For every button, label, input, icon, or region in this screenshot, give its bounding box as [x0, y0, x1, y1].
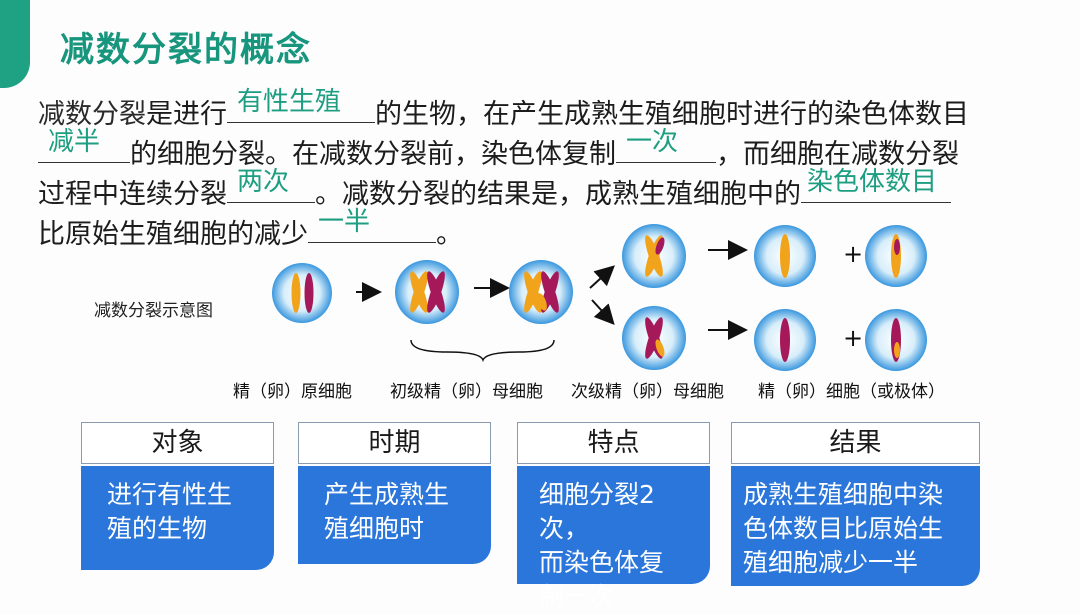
brace — [411, 340, 554, 360]
card-line: 成熟生殖细胞中染 — [743, 478, 966, 512]
plus-sign: + — [843, 324, 863, 352]
cell-primordial — [272, 263, 332, 323]
card-line: 而染色体复 — [539, 546, 696, 580]
cell-gamete-1 — [754, 225, 816, 287]
card-heading: 对象 — [81, 422, 274, 464]
card-heading: 时期 — [298, 422, 491, 464]
card-line: 殖的生物 — [107, 512, 260, 546]
cell-secondary-bottom — [622, 306, 686, 370]
card-line: 进行有性生 — [107, 478, 260, 512]
cell-gamete-3 — [754, 309, 816, 371]
card-heading: 结果 — [731, 422, 980, 464]
arrow-icon — [592, 300, 612, 322]
cell-primary-1 — [395, 260, 459, 324]
cell-gamete-4 — [865, 309, 927, 371]
card-body: 细胞分裂2次， 而染色体复 制一次 — [517, 466, 710, 584]
label-gamete-cell: 精（卵）细胞（或极体） — [758, 377, 945, 402]
card-line: 殖细胞时 — [324, 512, 477, 546]
card-period: 时期 产生成熟生 殖细胞时 — [298, 422, 491, 564]
cell-secondary-top — [622, 224, 686, 288]
label-primordial-cell: 精（卵）原细胞 — [233, 377, 352, 402]
cell-primary-2 — [509, 260, 573, 324]
card-line: 殖细胞减少一半 — [743, 546, 966, 580]
card-feature: 特点 细胞分裂2次， 而染色体复 制一次 — [517, 422, 710, 584]
card-result: 结果 成熟生殖细胞中染 色体数目比原始生 殖细胞减少一半 — [731, 422, 980, 586]
card-line: 细胞分裂2次， — [539, 478, 696, 546]
card-body: 成熟生殖细胞中染 色体数目比原始生 殖细胞减少一半 — [731, 466, 980, 586]
plus-sign: + — [843, 240, 863, 268]
card-line: 色体数目比原始生 — [743, 512, 966, 546]
card-body: 进行有性生 殖的生物 — [81, 466, 274, 570]
card-object: 对象 进行有性生 殖的生物 — [81, 422, 274, 570]
arrow-icon — [590, 268, 612, 288]
card-line: 制一次 — [539, 580, 696, 614]
card-line: 产生成熟生 — [324, 478, 477, 512]
label-secondary-cell: 次级精（卵）母细胞 — [571, 377, 724, 402]
label-primary-cell: 初级精（卵）母细胞 — [390, 377, 543, 402]
card-body: 产生成熟生 殖细胞时 — [298, 466, 491, 564]
cell-gamete-2 — [865, 225, 927, 287]
card-heading: 特点 — [517, 422, 710, 464]
